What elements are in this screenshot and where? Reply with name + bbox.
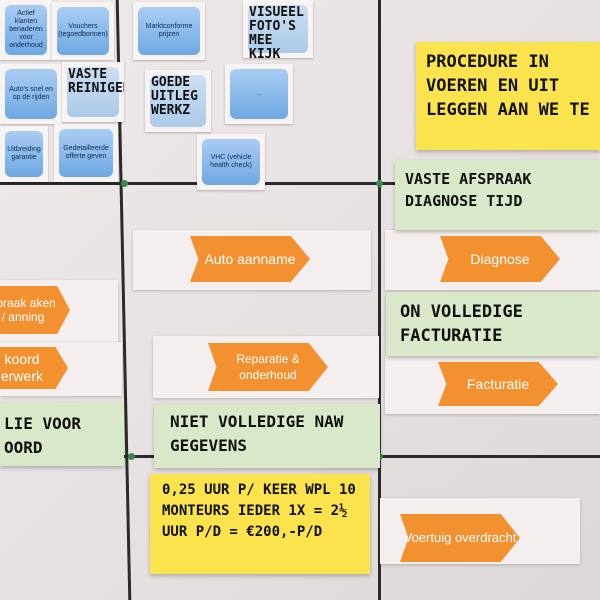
arrow-voertuig-overdracht: Voertuig overdracht	[400, 514, 520, 562]
idea-card-label: Vouchers (tegoedbonnen)	[57, 7, 109, 55]
sticky-note-uren: 0,25 UUR P/ KEER WPL 10 MONTEURS IEDER 1…	[150, 474, 370, 574]
sticky-note-onvolledige: ON VOLLEDIGE FACTURATIE	[386, 292, 600, 356]
sticky-note-procedure: PROCEDURE IN VOEREN EN UIT LEGGEN AAN WE…	[416, 42, 600, 150]
idea-card: ...	[225, 64, 293, 124]
handwritten-card: VISUEEL FOTO'S MEE KIJK	[243, 0, 313, 58]
idea-card-label: VHC (vehicle health check)	[202, 139, 260, 185]
idea-card: Uitbreiding garantie	[0, 126, 48, 182]
handwritten-label: GOEDE UITLEG WERKZ	[151, 76, 205, 126]
sticky-note-text: 0,25 UUR P/ KEER WPL 10 MONTEURS IEDER 1…	[162, 480, 364, 543]
idea-card: Gedetailleerde offerte geven	[54, 124, 118, 182]
idea-card-label: ...	[230, 69, 288, 119]
sticky-note-text: LIE VOOR OORD	[4, 412, 122, 460]
idea-card: Vouchers (tegoedbonnen)	[52, 2, 114, 60]
sticky-note-olie: LIE VOOR OORD	[0, 402, 124, 466]
idea-card-label: Gedetailleerde offerte geven	[59, 129, 113, 177]
sticky-note-niet-volledige: NIET VOLLEDIGE NAW GEGEVENS	[154, 404, 380, 468]
arrow-auto-aanname: Auto aanname	[190, 236, 310, 282]
sticky-note-text: ON VOLLEDIGE FACTURATIE	[400, 300, 596, 348]
idea-card-label: Actief klanten benaderen voor onderhoud	[5, 5, 47, 55]
idea-card: VHC (vehicle health check)	[197, 134, 265, 190]
handwritten-card: VASTE REINIGEN	[62, 62, 124, 122]
arrow-facturatie: Facturatie	[438, 362, 558, 406]
handwritten-label: VASTE REINIGEN	[68, 68, 118, 116]
handwritten-card: GOEDE UITLEG WERKZ	[145, 70, 211, 132]
idea-card: Marktconforme prijzen	[133, 2, 205, 60]
grid-pin	[376, 180, 383, 187]
idea-card-label: Auto's snel en op de rijden	[5, 69, 57, 119]
arrow-akkoord: koord erwerk	[0, 347, 68, 389]
idea-card-label: Uitbreiding garantie	[5, 131, 43, 177]
sticky-note-text: NIET VOLLEDIGE NAW GEGEVENS	[170, 410, 376, 458]
arrow-reparatie: Reparatie & onderhoud	[208, 343, 328, 391]
idea-card: Actief klanten benaderen voor onderhoud	[0, 0, 52, 60]
grid-pin	[121, 180, 128, 187]
idea-card-label: Marktconforme prijzen	[138, 7, 200, 55]
grid-pin	[128, 453, 135, 460]
sticky-note-vaste-afspraak: VASTE AFSPRAAK DIAGNOSE TIJD	[395, 160, 600, 230]
sticky-note-text: VASTE AFSPRAAK DIAGNOSE TIJD	[405, 168, 596, 212]
idea-card: Auto's snel en op de rijden	[0, 64, 62, 124]
arrow-afspraak: spraak aken / anning	[0, 286, 70, 334]
handwritten-label: VISUEEL FOTO'S MEE KIJK	[249, 6, 307, 52]
sticky-note-text: PROCEDURE IN VOEREN EN UIT LEGGEN AAN WE…	[426, 50, 600, 122]
arrow-diagnose: Diagnose	[440, 236, 560, 282]
